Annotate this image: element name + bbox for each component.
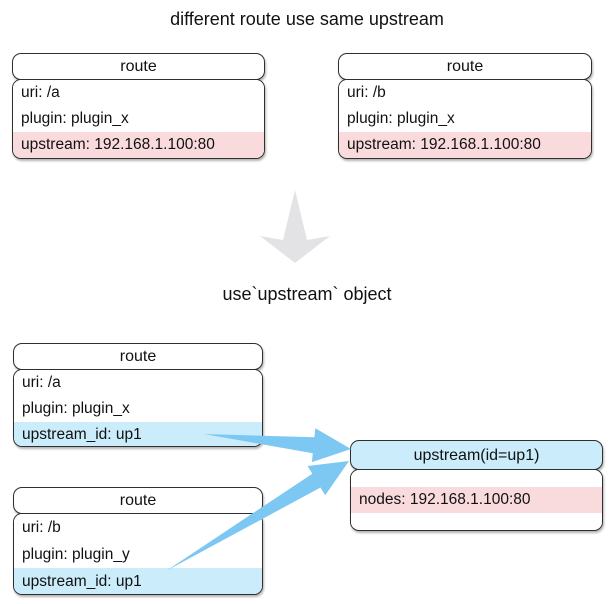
route-attr-plugin: plugin: plugin_x: [13, 106, 264, 132]
route-box-a-before-body: uri: /a plugin: plugin_x upstream: 192.1…: [12, 79, 265, 159]
route-attr-plugin: plugin: plugin_x: [14, 396, 262, 422]
upstream-body-spacer: [351, 470, 602, 487]
route-box-a-after-body: uri: /a plugin: plugin_x upstream_id: up…: [13, 369, 263, 447]
upstream-box: upstream(id=up1) nodes: 192.168.1.100:80: [350, 440, 603, 532]
route-box-a-after-header: route: [13, 343, 263, 370]
route-box-b-after-header: route: [13, 487, 263, 514]
route-box-a-after: route uri: /a plugin: plugin_x upstream_…: [13, 343, 263, 447]
route-attr-upstream-id: upstream_id: up1: [14, 422, 262, 446]
diagram-caption: use`upstream` object: [222, 284, 392, 304]
route-attr-plugin: plugin: plugin_x: [339, 106, 591, 132]
route-attr-uri: uri: /a: [13, 80, 264, 106]
route-box-b-before-body: uri: /b plugin: plugin_x upstream: 192.1…: [338, 79, 592, 159]
route-box-b-after-body: uri: /b plugin: plugin_y upstream_id: up…: [13, 513, 263, 595]
route-box-b-before: route uri: /b plugin: plugin_x upstream:…: [338, 53, 592, 159]
route-box-b-before-header: route: [338, 53, 592, 80]
upstream-attr-nodes: nodes: 192.168.1.100:80: [351, 487, 602, 513]
route-attr-upstream-id: upstream_id: up1: [14, 568, 262, 594]
upstream-box-body: nodes: 192.168.1.100:80: [350, 469, 603, 531]
route-attr-uri: uri: /a: [14, 370, 262, 396]
route-attr-upstream: upstream: 192.168.1.100:80: [339, 132, 591, 158]
down-arrow-icon: [260, 190, 330, 263]
diagram-title: different route use same upstream: [170, 9, 444, 29]
route-attr-upstream: upstream: 192.168.1.100:80: [13, 132, 264, 158]
route-box-b-after: route uri: /b plugin: plugin_y upstream_…: [13, 487, 263, 595]
route-box-a-before-header: route: [12, 53, 265, 80]
route-attr-uri: uri: /b: [339, 80, 591, 106]
upstream-box-header: upstream(id=up1): [350, 440, 603, 470]
upstream-body-spacer: [351, 513, 602, 528]
route-attr-uri: uri: /b: [14, 514, 262, 541]
route-attr-plugin: plugin: plugin_y: [14, 541, 262, 568]
route-box-a-before: route uri: /a plugin: plugin_x upstream:…: [12, 53, 265, 159]
